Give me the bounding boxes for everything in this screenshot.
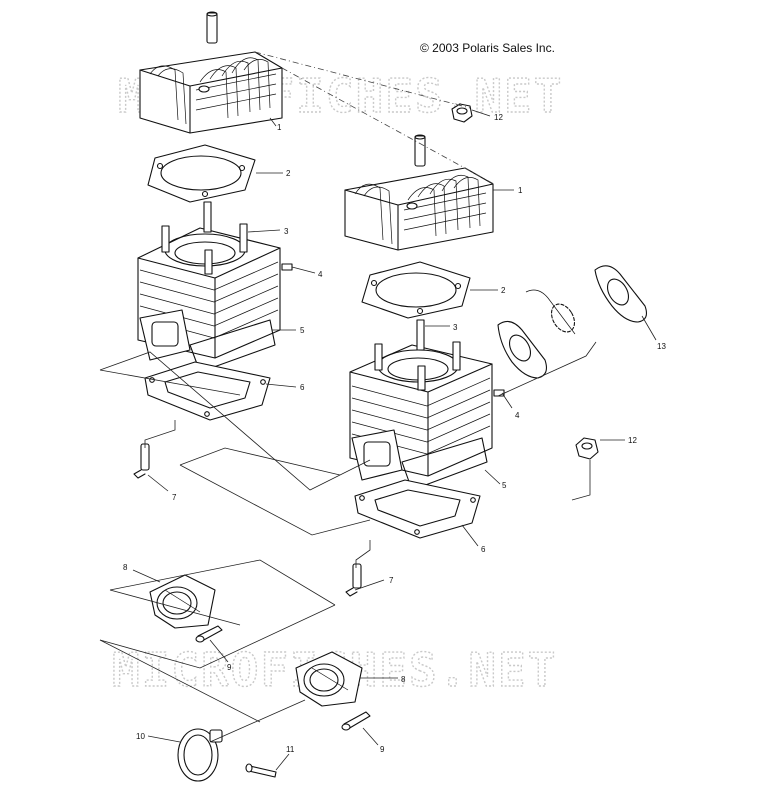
callout-4-right: 4	[515, 411, 520, 420]
base-gasket-right	[354, 479, 481, 539]
copyright-text: © 2003 Polaris Sales Inc.	[420, 41, 555, 55]
fitting-left	[133, 443, 150, 479]
cylinder-head-left	[139, 11, 283, 134]
callout-8-left: 8	[123, 563, 128, 572]
callout-5-right: 5	[502, 481, 507, 490]
intake-adapter-right	[295, 651, 363, 707]
bolt-left	[195, 625, 223, 643]
callout-12-top: 12	[494, 113, 503, 122]
fitting-right	[345, 563, 362, 597]
callout-2-right: 2	[501, 286, 506, 295]
callout-leaders	[132, 109, 657, 771]
callout-10: 10	[136, 732, 145, 741]
base-gasket-left	[144, 361, 271, 421]
callout-4-left: 4	[318, 270, 323, 279]
callout-7-right: 7	[389, 576, 394, 585]
cylinder-left	[137, 201, 293, 373]
nut-right	[575, 437, 599, 460]
callout-13: 13	[657, 342, 666, 351]
callout-labels: 1 2 3 4 5 6 7 12 1 2 3 4 5 6 7 12 13 8 9…	[123, 113, 666, 754]
callout-9-right: 9	[380, 745, 385, 754]
callout-6-left: 6	[300, 383, 305, 392]
head-gasket-right	[361, 261, 471, 319]
callout-2-left: 2	[286, 169, 291, 178]
clamp-screw	[245, 763, 277, 778]
callout-3-right: 3	[453, 323, 458, 332]
callout-1-left: 1	[277, 123, 282, 132]
intake-adapter-left	[149, 574, 216, 629]
callout-12-right: 12	[628, 436, 637, 445]
callout-8-right: 8	[401, 675, 406, 684]
callout-6-right: 6	[481, 545, 486, 554]
callout-5-left: 5	[300, 326, 305, 335]
nut-top	[451, 103, 473, 123]
head-gasket-left	[147, 144, 256, 203]
bolt-right	[341, 711, 371, 731]
callout-7-left: 7	[172, 493, 177, 502]
exhaust-gaskets	[497, 265, 647, 379]
callout-3-left: 3	[284, 227, 289, 236]
callout-1-right: 1	[518, 186, 523, 195]
cylinder-head-right	[344, 134, 494, 251]
cylinder-right	[349, 319, 505, 491]
assembly-lines	[99, 51, 597, 743]
callout-9-left: 9	[227, 663, 232, 672]
clamp	[177, 728, 223, 782]
callout-11: 11	[286, 745, 295, 754]
